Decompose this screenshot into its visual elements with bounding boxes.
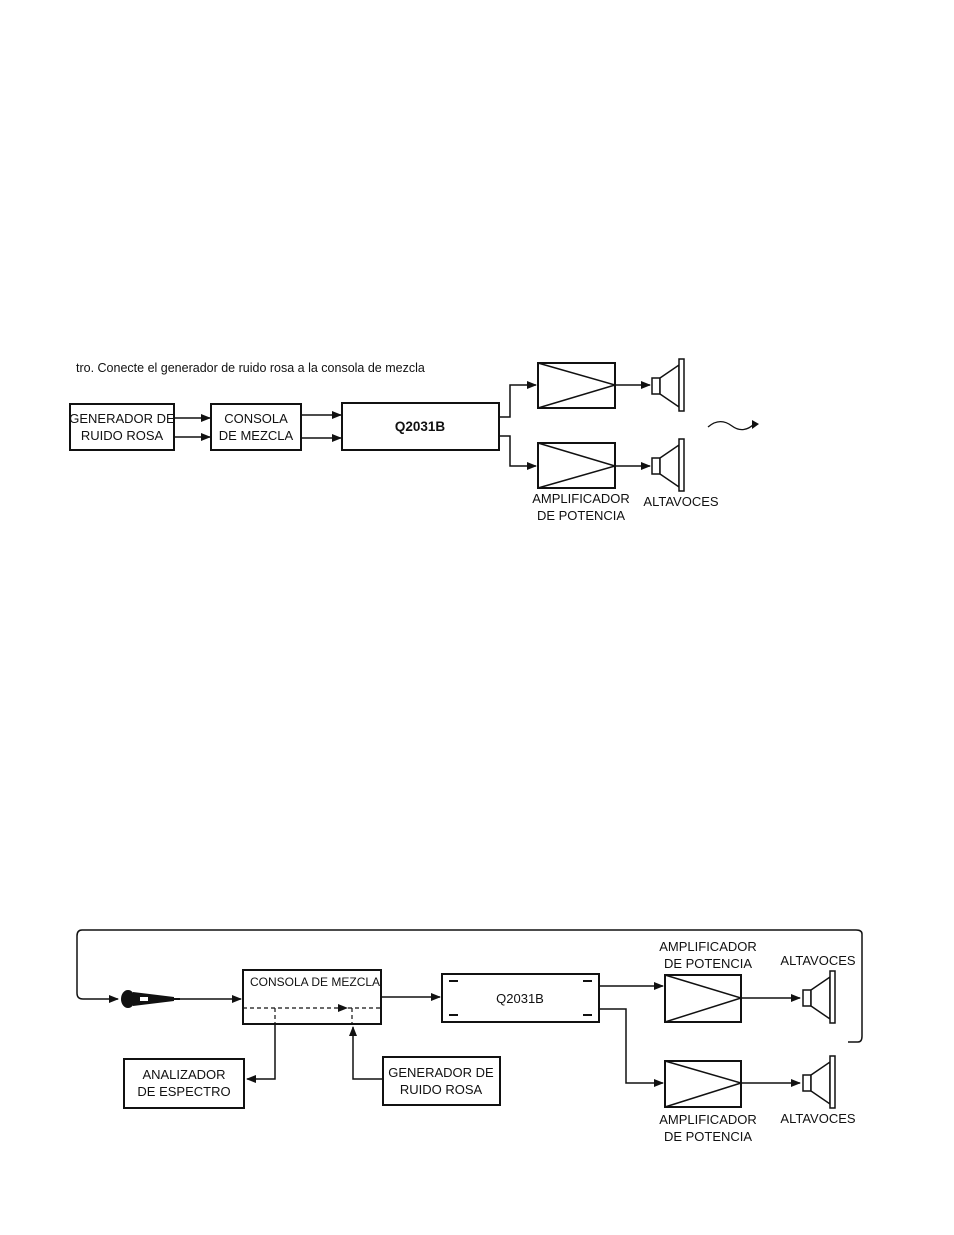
speaker-icon bbox=[803, 1056, 835, 1108]
pink-noise-generator-label-line2: RUIDO ROSA bbox=[81, 428, 164, 443]
speaker-icon bbox=[652, 359, 684, 411]
pink-noise-generator-label-line1: GENERADOR DE bbox=[69, 411, 175, 426]
speakers-bottom-label: ALTAVOCES bbox=[780, 1111, 855, 1126]
equalizer-block: Q2031B bbox=[342, 403, 499, 450]
spectrum-analyzer-label-line2: DE ESPECTRO bbox=[137, 1084, 230, 1099]
sound-wave-arrowhead bbox=[752, 420, 759, 429]
mixing-console-label: CONSOLA DE MEZCLA bbox=[250, 975, 380, 989]
speaker-icon bbox=[803, 971, 835, 1023]
microphone-icon bbox=[121, 990, 180, 1008]
pink-noise-generator-block: GENERADOR DE RUIDO ROSA bbox=[69, 404, 175, 450]
mixing-console-block: CONSOLA DE MEZCLA bbox=[243, 970, 381, 1024]
mixing-console-label-line2: DE MEZCLA bbox=[219, 428, 294, 443]
equalizer-label: Q2031B bbox=[395, 419, 446, 434]
power-amplifier-top bbox=[538, 363, 615, 408]
power-amplifier-bottom-label-line2: DE POTENCIA bbox=[664, 1129, 752, 1144]
connection-arrow bbox=[499, 385, 536, 417]
figure-1-caption: tro. Conecte el generador de ruido rosa … bbox=[76, 361, 425, 375]
spectrum-analyzer-label-line1: ANALIZADOR bbox=[142, 1067, 225, 1082]
power-amplifier-bottom-label-line1: AMPLIFICADOR bbox=[659, 1112, 757, 1127]
equalizer-block: Q2031B bbox=[442, 974, 599, 1022]
mixing-console-label-line1: CONSOLA bbox=[224, 411, 288, 426]
power-amplifier-top-label-line1: AMPLIFICADOR bbox=[659, 939, 757, 954]
connection-arrow bbox=[353, 1027, 382, 1079]
equalizer-label: Q2031B bbox=[496, 991, 544, 1006]
speakers-top-label: ALTAVOCES bbox=[780, 953, 855, 968]
spectrum-analyzer-block: ANALIZADOR DE ESPECTRO bbox=[124, 1059, 244, 1108]
sound-wave-icon bbox=[708, 422, 754, 430]
power-amplifier-label-line1: AMPLIFICADOR bbox=[532, 491, 630, 506]
power-amplifier-bottom bbox=[665, 1061, 741, 1107]
mixing-console-block: CONSOLA DE MEZCLA bbox=[211, 404, 301, 450]
pink-noise-generator-label-line2: RUIDO ROSA bbox=[400, 1082, 483, 1097]
figure-2-analyzer-setup: CONSOLA DE MEZCLA ANALIZADOR DE ESPECTRO… bbox=[77, 930, 862, 1144]
speaker-icon bbox=[652, 439, 684, 491]
pink-noise-generator-label-line1: GENERADOR DE bbox=[388, 1065, 494, 1080]
speakers-label: ALTAVOCES bbox=[643, 494, 718, 509]
connection-arrow bbox=[499, 436, 536, 466]
connection-arrow bbox=[247, 1024, 275, 1079]
connection-arrow bbox=[599, 1009, 663, 1083]
power-amplifier-bottom bbox=[538, 443, 615, 488]
figure-1-pink-noise-setup: tro. Conecte el generador de ruido rosa … bbox=[69, 359, 759, 523]
power-amplifier-label-line2: DE POTENCIA bbox=[537, 508, 625, 523]
pink-noise-generator-block: GENERADOR DE RUIDO ROSA bbox=[383, 1057, 500, 1105]
power-amplifier-top-label-line2: DE POTENCIA bbox=[664, 956, 752, 971]
power-amplifier-top bbox=[665, 975, 741, 1022]
